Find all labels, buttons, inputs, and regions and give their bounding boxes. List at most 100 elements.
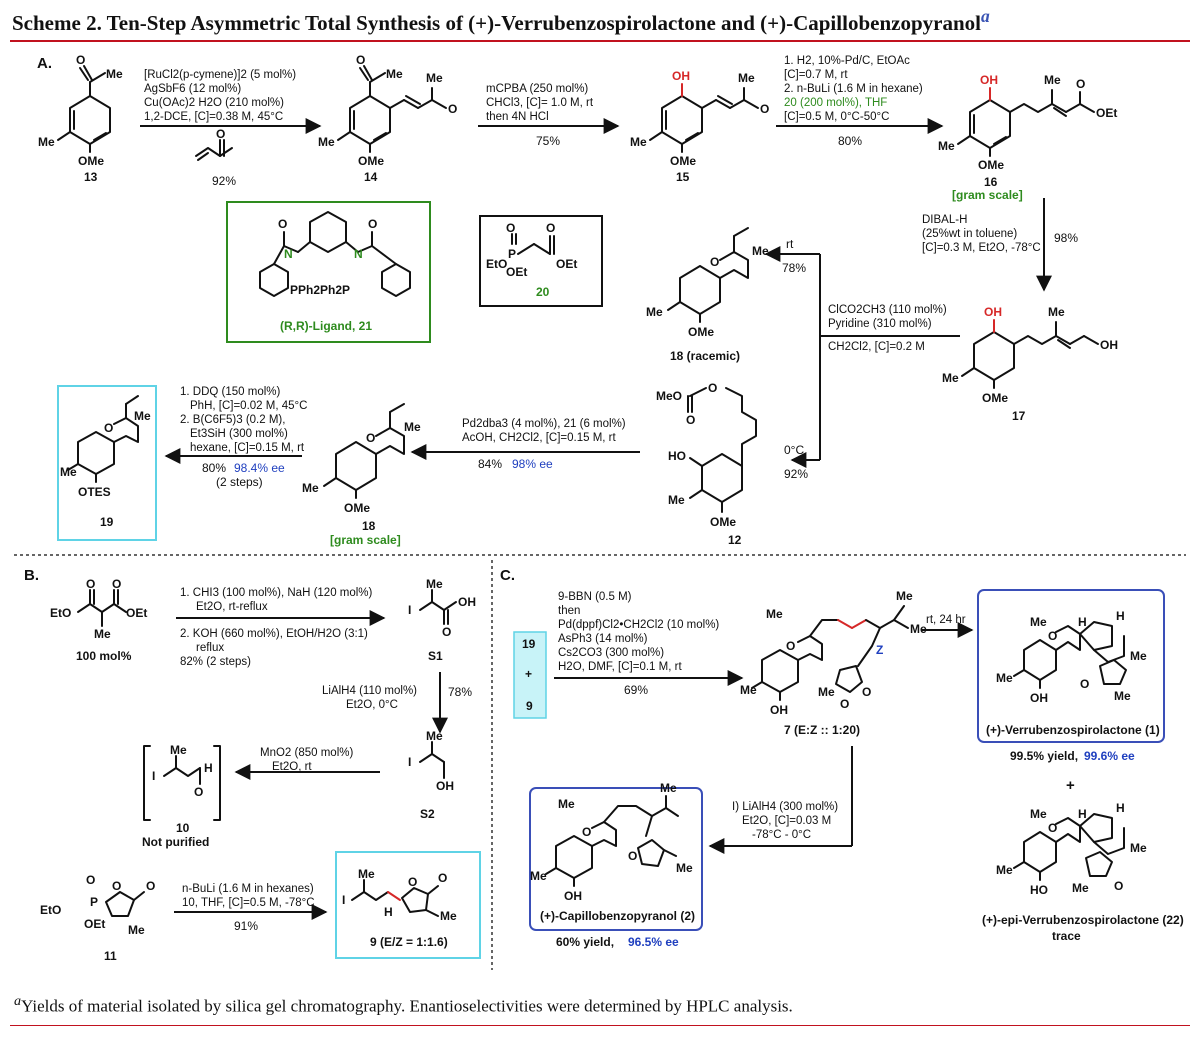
svg-text:H: H xyxy=(1116,609,1125,623)
svg-text:Et2O, rt-reflux: Et2O, rt-reflux xyxy=(196,601,268,613)
svg-text:Me: Me xyxy=(1048,305,1065,319)
svg-text:OH: OH xyxy=(1030,691,1048,705)
svg-text:Me: Me xyxy=(676,861,693,875)
svg-text:Cu(OAc)2 H2O (210 mol%): Cu(OAc)2 H2O (210 mol%) xyxy=(144,97,284,109)
svg-text:O: O xyxy=(1076,77,1085,91)
svg-text:n-BuLi (1.6 M in hexanes): n-BuLi (1.6 M in hexanes) xyxy=(182,883,314,895)
footnote: aYields of material isolated by silica g… xyxy=(14,993,793,1017)
svg-text:H: H xyxy=(204,761,213,775)
svg-text:N: N xyxy=(284,247,293,261)
compound-s1-structure: I Me OH O xyxy=(408,577,476,639)
svg-text:1. CHI3 (100 mol%), NaH (120 m: 1. CHI3 (100 mol%), NaH (120 mol%) xyxy=(180,587,373,599)
svg-text:O: O xyxy=(506,221,515,235)
svg-text:20 (200 mol%), THF: 20 (200 mol%), THF xyxy=(784,97,887,109)
reagent-20-box xyxy=(479,215,603,307)
svg-text:OEt: OEt xyxy=(1096,106,1117,120)
svg-text:OEt: OEt xyxy=(506,265,527,279)
svg-text:O: O xyxy=(366,431,375,445)
svg-text:OH: OH xyxy=(770,703,788,717)
svg-text:CHCl3, [C]= 1.0 M, rt: CHCl3, [C]= 1.0 M, rt xyxy=(486,97,594,109)
svg-text:Me: Me xyxy=(766,607,783,621)
svg-text:OMe: OMe xyxy=(688,325,714,339)
note-18-19: (2 steps) xyxy=(216,475,263,489)
svg-text:O: O xyxy=(448,102,457,116)
reagent-20-label: 20 xyxy=(536,285,550,299)
compound-13-label: 13 xyxy=(84,170,98,184)
start-9: 9 xyxy=(526,699,533,713)
product-2-ee: 96.5% ee xyxy=(628,935,679,949)
ligand-21-label: (R,R)-Ligand, 21 xyxy=(280,319,372,333)
svg-text:OMe: OMe xyxy=(982,391,1008,405)
product-22-note: trace xyxy=(1052,929,1081,943)
footnote-rule xyxy=(10,1025,1190,1026)
yield-18-19: 80% xyxy=(202,461,226,475)
svg-text:OEt: OEt xyxy=(126,606,147,620)
svg-text:Me: Me xyxy=(630,135,647,149)
svg-text:rt: rt xyxy=(786,237,794,251)
svg-text:Cs2CO3 (300 mol%): Cs2CO3 (300 mol%) xyxy=(558,647,664,659)
compound-9-box xyxy=(335,851,481,959)
footnote-text: Yields of material isolated by silica ge… xyxy=(21,996,793,1016)
svg-text:OEt: OEt xyxy=(84,917,105,931)
svg-text:O: O xyxy=(708,381,717,395)
svg-text:[RuCl2(p-cymene)]2 (5 mol%): [RuCl2(p-cymene)]2 (5 mol%) xyxy=(144,69,296,81)
compound-9-label: 9 (E/Z = 1:1.6) xyxy=(370,935,448,949)
svg-text:Me: Me xyxy=(38,135,55,149)
svg-text:PhH, [C]=0.02 M, 45°C: PhH, [C]=0.02 M, 45°C xyxy=(190,400,307,412)
svg-text:92%: 92% xyxy=(784,467,808,481)
compound-12-structure: MeO O O HO Me OMe xyxy=(656,381,757,529)
compound-s1-label: S1 xyxy=(428,649,443,663)
product-1-ee: 99.6% ee xyxy=(1084,749,1135,763)
svg-text:MeO: MeO xyxy=(656,389,682,403)
svg-text:Me: Me xyxy=(302,481,319,495)
svg-text:Me: Me xyxy=(358,867,375,881)
footnote-marker: a xyxy=(980,6,990,26)
svg-text:H: H xyxy=(1078,615,1087,629)
compound-18-racemic-structure: O Me Me OMe xyxy=(646,227,769,339)
svg-text:OMe: OMe xyxy=(670,154,696,168)
compound-12-label: 12 xyxy=(728,533,742,547)
svg-text:Me: Me xyxy=(1044,73,1061,87)
compound-19-box xyxy=(57,385,157,541)
svg-text:O: O xyxy=(76,53,85,67)
svg-text:PPh2Ph2P: PPh2Ph2P xyxy=(290,283,350,297)
svg-text:Me: Me xyxy=(896,589,913,603)
svg-text:[C]=0.7 M, rt: [C]=0.7 M, rt xyxy=(784,69,848,81)
svg-text:H: H xyxy=(1116,801,1125,815)
compound-18-label: 18 xyxy=(362,519,376,533)
svg-text:P: P xyxy=(90,895,98,909)
svg-text:1,2-DCE, [C]=0.38 M, 45°C: 1,2-DCE, [C]=0.38 M, 45°C xyxy=(144,111,283,123)
svg-text:O: O xyxy=(368,217,377,231)
product-2-label: (+)-Capillobenzopyranol (2) xyxy=(540,909,695,923)
compound-14-structure: O Me Me O Me OMe xyxy=(318,53,457,168)
svg-text:Et2O, 0°C: Et2O, 0°C xyxy=(346,699,398,711)
compound-15-structure: OH Me O Me OMe xyxy=(630,69,769,168)
svg-text:Me: Me xyxy=(818,685,835,699)
svg-text:hexane, [C]=0.15 M, rt: hexane, [C]=0.15 M, rt xyxy=(190,442,305,454)
product-1-label: (+)-Verrubenzospirolactone (1) xyxy=(986,723,1160,737)
svg-text:O: O xyxy=(86,577,95,591)
svg-text:O: O xyxy=(1114,879,1123,893)
svg-text:H: H xyxy=(1078,807,1087,821)
svg-text:1. H2, 10%-Pd/C, EtOAc: 1. H2, 10%-Pd/C, EtOAc xyxy=(784,55,910,67)
svg-text:OH: OH xyxy=(436,779,454,793)
svg-text:AcOH, CH2Cl2, [C]=0.15 M, rt: AcOH, CH2Cl2, [C]=0.15 M, rt xyxy=(462,432,616,444)
yield-13-14: 92% xyxy=(212,174,236,188)
svg-text:Me: Me xyxy=(752,244,769,258)
ee-18-19: 98.4% ee xyxy=(234,461,285,475)
svg-text:Me: Me xyxy=(404,420,421,434)
malonate-amount: 100 mol% xyxy=(76,649,132,663)
svg-text:O: O xyxy=(760,102,769,116)
svg-text:OMe: OMe xyxy=(710,515,736,529)
compound-11-structure: P O O O EtO OEt Me xyxy=(40,873,155,937)
start-plus: + xyxy=(525,667,532,681)
svg-text:2. B(C6F5)3 (0.2 M),: 2. B(C6F5)3 (0.2 M), xyxy=(180,414,285,426)
svg-text:O: O xyxy=(1048,629,1057,643)
product-1-box xyxy=(977,589,1165,743)
svg-text:OH: OH xyxy=(1100,338,1118,352)
svg-text:H2O, DMF, [C]=0.1 M, rt: H2O, DMF, [C]=0.1 M, rt xyxy=(558,661,682,673)
compound-16-structure: OH Me O OEt Me OMe xyxy=(938,73,1117,172)
yield-12-18: 84% xyxy=(478,457,502,471)
svg-text:Pyridine (310 mol%): Pyridine (310 mol%) xyxy=(828,318,932,330)
start-materials-box xyxy=(513,631,547,719)
